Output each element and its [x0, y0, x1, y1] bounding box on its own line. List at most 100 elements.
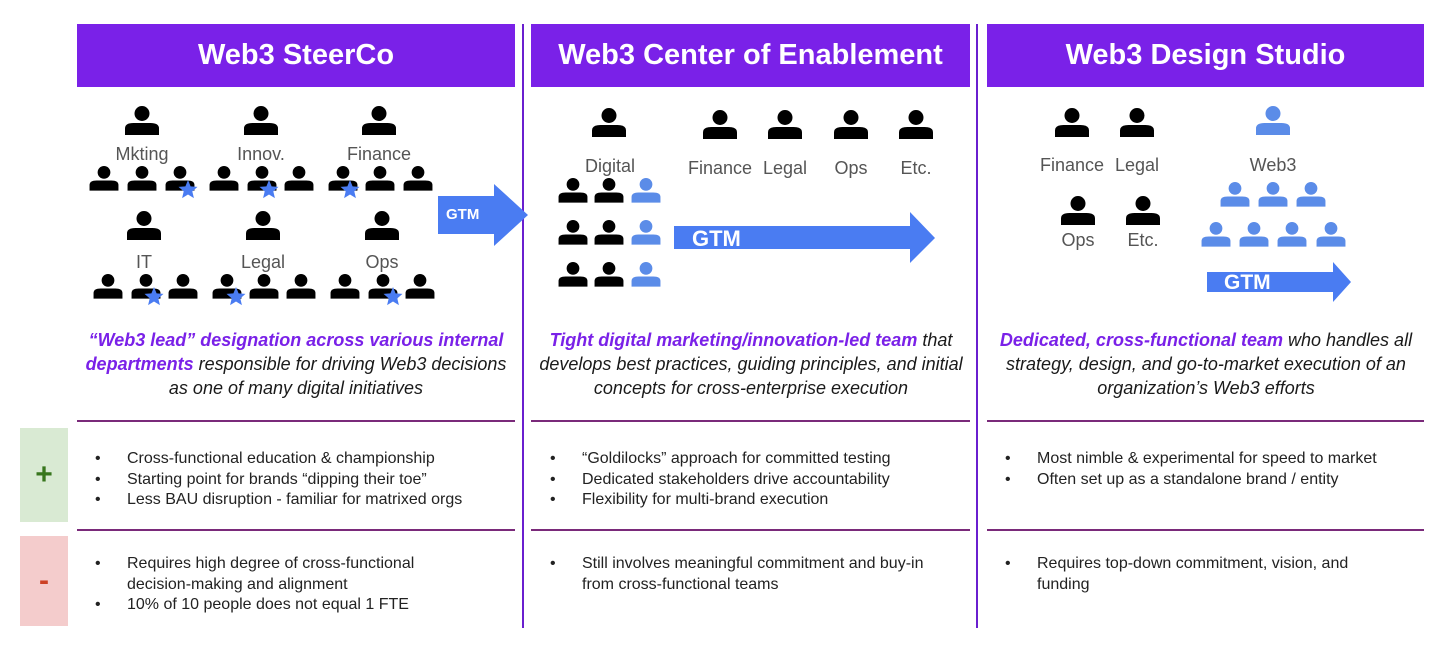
- person-icon: [1120, 108, 1154, 137]
- description-highlight: Dedicated, cross-functional team: [999, 330, 1283, 350]
- minus-sign: -: [39, 564, 49, 597]
- cons-list-design-studio: Requires top-down commitment, vision, an…: [989, 554, 1369, 595]
- section-divider: [77, 420, 515, 422]
- list-item: Less BAU disruption - familiar for matri…: [79, 490, 515, 511]
- group-label-it: IT: [136, 252, 152, 272]
- person-icon: [328, 166, 358, 191]
- person-icon: [594, 220, 624, 245]
- gtm-arrow-steerco: [438, 184, 528, 246]
- group-label-ops: Ops: [365, 252, 399, 272]
- group-label-finance: Finance: [1039, 155, 1105, 175]
- person-icon: [89, 166, 119, 191]
- person-icon: [1201, 222, 1231, 247]
- list-item: Dedicated stakeholders drive accountabil…: [534, 470, 970, 491]
- person-icon: [365, 211, 399, 240]
- pros-list-design-studio: Most nimble & experimental for speed to …: [989, 449, 1423, 490]
- person-icon: [127, 211, 161, 240]
- list-item: Still involves meaningful commitment and…: [534, 554, 944, 595]
- star-icon: [383, 287, 403, 306]
- person-icon: [1220, 182, 1250, 207]
- list-item: Flexibility for multi-brand execution: [534, 490, 970, 511]
- person-icon: [403, 166, 433, 191]
- person-icon: [168, 274, 198, 299]
- star-icon: [226, 287, 246, 306]
- person-icon: [558, 262, 588, 287]
- person-icon: [899, 110, 933, 139]
- person-icon: [1061, 196, 1095, 225]
- person-icon: [703, 110, 737, 139]
- gtm-label-coe: GTM: [692, 226, 741, 251]
- star-icon: [259, 180, 279, 199]
- person-icon: [246, 211, 280, 240]
- person-icon: [362, 106, 396, 135]
- list-item: Most nimble & experimental for speed to …: [989, 449, 1423, 470]
- star-icon: [144, 287, 164, 306]
- person-icon: [131, 274, 161, 299]
- group-label-etc: Etc.: [1127, 230, 1159, 250]
- person-icon: [834, 110, 868, 139]
- pros-marker: +: [20, 428, 68, 522]
- description-highlight: “Web3 lead” designation across various i…: [85, 330, 504, 374]
- person-icon: [209, 166, 239, 191]
- header-coe: Web3 Center of Enablement: [531, 24, 970, 87]
- group-label-legal: Legal: [1114, 155, 1160, 175]
- arrow-icon: [674, 212, 935, 263]
- person-icon: [1239, 222, 1269, 247]
- group-label-legal: Legal: [240, 252, 286, 272]
- person-icon: [244, 106, 278, 135]
- column-divider: [976, 24, 978, 628]
- person-icon: [631, 178, 661, 203]
- person-icon: [1277, 222, 1307, 247]
- arrow-icon: [1207, 262, 1351, 302]
- cons-list-coe: Still involves meaningful commitment and…: [534, 554, 944, 595]
- cons-list-steerco: Requires high degree of cross-functional…: [79, 554, 439, 616]
- group-label-finance: Finance: [346, 144, 412, 164]
- person-icon: [631, 220, 661, 245]
- person-icon: [1256, 106, 1290, 135]
- person-icon: [1126, 196, 1160, 225]
- person-icon: [1258, 182, 1288, 207]
- column-divider: [522, 24, 524, 628]
- section-divider: [987, 529, 1424, 531]
- list-item: Starting point for brands “dipping their…: [79, 470, 515, 491]
- group-label-etc: Etc.: [900, 158, 932, 178]
- gtm-arrow-design-studio: [1207, 262, 1351, 302]
- person-icon: [286, 274, 316, 299]
- list-item: 10% of 10 people does not equal 1 FTE: [79, 595, 439, 616]
- person-icon: [768, 110, 802, 139]
- section-divider: [77, 529, 515, 531]
- person-icon: [125, 106, 159, 135]
- list-item: Requires high degree of cross-functional…: [79, 554, 439, 595]
- header-steerco: Web3 SteerCo: [77, 24, 515, 87]
- person-icon: [247, 166, 277, 191]
- group-label-digital: Digital: [584, 156, 636, 176]
- person-icon: [249, 274, 279, 299]
- person-icon: [284, 166, 314, 191]
- list-item: Often set up as a standalone brand / ent…: [989, 470, 1423, 491]
- description-coe: Tight digital marketing/innovation-led t…: [538, 328, 964, 400]
- group-label-ops: Ops: [1061, 230, 1095, 250]
- person-icon: [631, 262, 661, 287]
- gtm-label-steerco: GTM: [446, 206, 480, 223]
- description-steerco: “Web3 lead” designation across various i…: [80, 328, 512, 400]
- arrow-icon: [438, 184, 528, 246]
- group-label-ops: Ops: [834, 158, 868, 178]
- person-icon: [365, 166, 395, 191]
- description-text: who handles all strategy, design, and go…: [1006, 330, 1413, 398]
- person-icon: [592, 108, 626, 137]
- gtm-arrow-coe: [674, 212, 935, 263]
- plus-sign: +: [35, 458, 53, 491]
- section-divider: [531, 420, 970, 422]
- group-label-legal: Legal: [762, 158, 808, 178]
- group-label-web3: Web3: [1249, 155, 1297, 175]
- section-divider: [987, 420, 1424, 422]
- header-title: Web3 SteerCo: [197, 39, 395, 71]
- header-title: Web3 Center of Enablement: [558, 39, 943, 71]
- list-item: Cross-functional education & championshi…: [79, 449, 515, 470]
- description-design-studio: Dedicated, cross-functional team who han…: [996, 328, 1416, 400]
- cons-marker: -: [20, 536, 68, 626]
- description-text: responsible for driving Web3 decisions a…: [168, 354, 507, 398]
- person-icon: [93, 274, 123, 299]
- group-label-finance: Finance: [687, 158, 753, 178]
- group-label-innov: Innov.: [237, 144, 285, 164]
